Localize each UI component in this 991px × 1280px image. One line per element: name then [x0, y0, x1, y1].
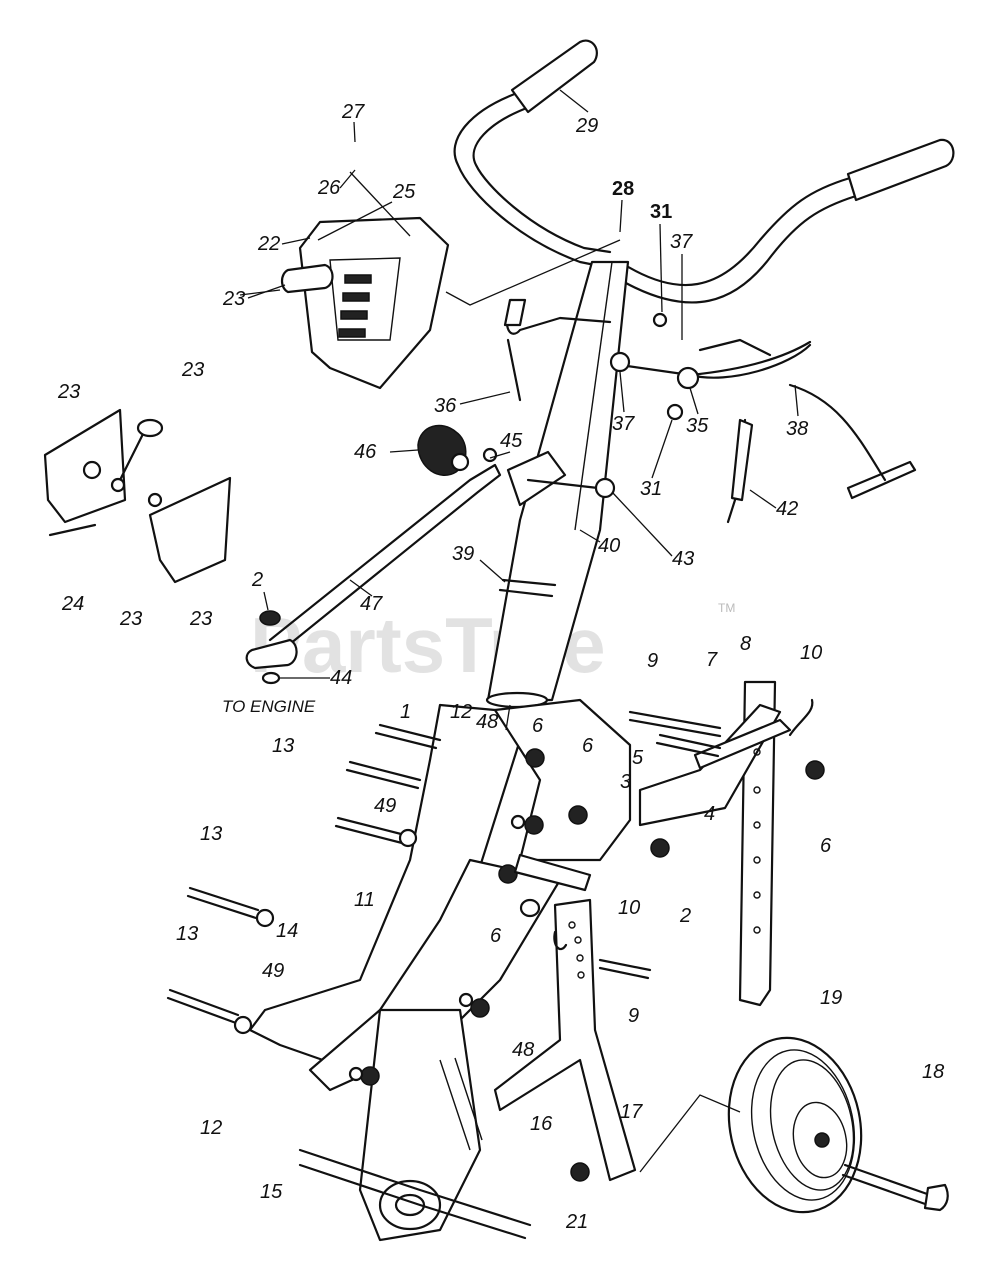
handle-tube	[485, 260, 630, 709]
ref-37-top: 37	[670, 231, 693, 253]
ref-42: 42	[776, 498, 798, 520]
ref-6-d: 6	[490, 925, 502, 947]
to-engine-note: TO ENGINE	[222, 697, 316, 716]
ref-12-top: 12	[450, 701, 472, 723]
ref-23-bracket-c: 23	[119, 608, 142, 630]
ref-43: 43	[672, 548, 694, 570]
ref-1: 1	[400, 701, 411, 723]
reference-numbers: 27 26 25 22 23 29 28 31 37 23 23 24 23 2…	[57, 101, 944, 1233]
ref-9-top: 9	[647, 650, 658, 672]
shift-brackets	[43, 408, 232, 584]
ref-9-bottom: 9	[628, 1005, 639, 1027]
ref-6-b: 6	[582, 735, 594, 757]
ref-11: 11	[354, 889, 375, 911]
hardware	[166, 723, 592, 1086]
ref-44: 44	[330, 667, 352, 689]
control-panel	[280, 216, 450, 390]
ref-35: 35	[686, 415, 709, 437]
ref-23-bracket-a: 23	[57, 381, 80, 403]
ref-38: 38	[786, 418, 808, 440]
ref-6-a: 6	[532, 715, 544, 737]
ref-16: 16	[530, 1113, 553, 1135]
shift-linkage	[503, 298, 917, 524]
ref-10-top: 10	[800, 642, 822, 664]
ref-21: 21	[565, 1211, 588, 1233]
left-grip	[510, 39, 598, 114]
ref-24: 24	[61, 593, 84, 615]
ref-13-mid: 13	[200, 823, 222, 845]
ref-25: 25	[392, 181, 416, 203]
ref-17: 17	[620, 1101, 643, 1123]
leader-lines	[239, 171, 741, 1173]
ref-4: 4	[704, 803, 715, 825]
wheel	[727, 1036, 949, 1214]
ref-36: 36	[434, 395, 457, 417]
ref-49-bottom: 49	[262, 960, 284, 982]
ref-2-top: 2	[251, 569, 263, 591]
wheel-bracket	[493, 898, 652, 1182]
ref-6-right: 6	[820, 835, 832, 857]
ref-3: 3	[620, 771, 631, 793]
depth-stake	[628, 680, 825, 1007]
ref-37-bottom: 37	[612, 413, 635, 435]
ref-18: 18	[922, 1061, 944, 1083]
ref-47: 47	[360, 593, 383, 615]
ref-28: 28	[612, 178, 634, 200]
ref-8: 8	[740, 633, 751, 655]
ref-48-top: 48	[476, 711, 498, 733]
depth-control	[245, 424, 616, 685]
ref-5: 5	[632, 747, 644, 769]
ref-31-top: 31	[650, 201, 672, 223]
ref-45: 45	[500, 430, 523, 452]
ref-48-bottom: 48	[512, 1039, 534, 1061]
ref-27: 27	[341, 101, 365, 123]
ref-10-bottom: 10	[618, 897, 640, 919]
ref-23-bracket-b: 23	[181, 359, 204, 381]
label-leaders	[247, 89, 799, 679]
ref-12-bottom: 12	[200, 1117, 222, 1139]
ref-29: 29	[575, 115, 598, 137]
right-grip	[846, 138, 955, 202]
ref-26: 26	[317, 177, 341, 199]
ref-39: 39	[452, 543, 474, 565]
ref-13-top: 13	[272, 735, 294, 757]
ref-7: 7	[706, 649, 718, 671]
handlebar	[453, 39, 955, 304]
ref-23-panel: 23	[222, 288, 245, 310]
ref-19: 19	[820, 987, 842, 1009]
ref-40: 40	[598, 535, 620, 557]
watermark-tm: TM	[718, 601, 735, 615]
ref-2-bottom: 2	[679, 905, 691, 927]
ref-23-bracket-d: 23	[189, 608, 212, 630]
ref-22: 22	[257, 233, 280, 255]
ref-13-low: 13	[176, 923, 198, 945]
ref-14: 14	[276, 920, 298, 942]
ref-31-bottom: 31	[640, 478, 662, 500]
ref-46: 46	[354, 441, 377, 463]
ref-15: 15	[260, 1181, 283, 1203]
tine-frame	[248, 698, 632, 1242]
ref-49-top: 49	[374, 795, 396, 817]
